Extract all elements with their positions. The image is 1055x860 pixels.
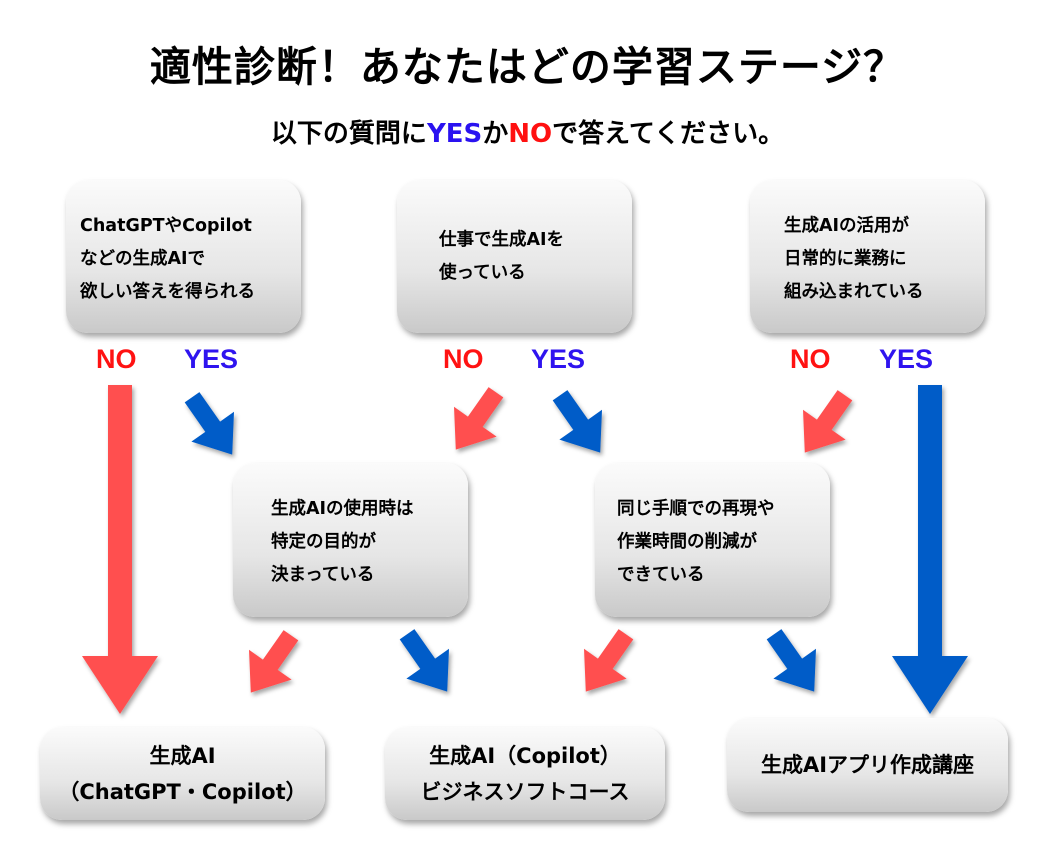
q2-no-label: NO (443, 344, 484, 374)
arrow-q3-no-to-q5 (803, 390, 853, 453)
arrow-q3-yes-to-r3 (892, 385, 968, 714)
instruction-suffix: で答えてください。 (552, 119, 785, 149)
question-text: ChatGPTやCopilot などの生成AIで 欲しい答えを得られる (80, 216, 255, 302)
result-box-r1: 生成AI （ChatGPT・Copilot） (40, 727, 325, 820)
question-text: 仕事で生成AIを 使っている (439, 230, 565, 283)
page-title: 適性診断！あなたはどの学習ステージ？ (149, 43, 906, 91)
result-box-r3: 生成AIアプリ作成講座 (727, 718, 1008, 812)
q3-yes-label: YES (879, 344, 934, 374)
result-subtitle: （ChatGPT・Copilot） (58, 779, 307, 804)
q1-no-label: NO (96, 344, 137, 374)
arrow-q1-no-to-r1 (82, 385, 158, 714)
result-title: 生成AIアプリ作成講座 (760, 753, 975, 777)
arrow-q2-yes-to-q5 (552, 390, 602, 453)
instruction-middle: か (482, 119, 509, 149)
question-box-q2: 仕事で生成AIを 使っている (397, 180, 632, 333)
arrow-q4-no-to-r1 (249, 630, 299, 693)
instruction-no: NO (508, 119, 553, 149)
arrow-q2-no-to-q4 (454, 387, 504, 450)
q2-yes-label: YES (531, 344, 586, 374)
result-subtitle: ビジネスソフトコース (420, 779, 630, 804)
result-box-r2: 生成AI（Copilot） ビジネスソフトコース (385, 727, 665, 820)
question-box-q5: 同じ手順での再現や 作業時間の削減が できている (595, 463, 830, 617)
question-box-q4: 生成AIの使用時は 特定の目的が 決まっている (233, 463, 468, 617)
question-text: 生成AIの使用時は 特定の目的が 決まっている (271, 499, 414, 585)
question-text: 同じ手順での再現や 作業時間の削減が できている (617, 499, 775, 585)
instruction-prefix: 以下の質問に (270, 119, 427, 149)
result-title: 生成AI (149, 743, 216, 768)
arrow-q5-no-to-r2 (584, 629, 634, 692)
arrow-q1-yes-to-q4 (184, 392, 234, 455)
result-title: 生成AI（Copilot） (429, 743, 621, 768)
instruction-yes: YES (426, 119, 483, 149)
question-text: 生成AIの活用が 日常的に業務に 組み込まれている (784, 216, 924, 302)
question-box-q3: 生成AIの活用が 日常的に業務に 組み込まれている (750, 180, 985, 333)
question-box-q1: ChatGPTやCopilot などの生成AIで 欲しい答えを得られる (66, 180, 301, 333)
arrow-q4-yes-to-r2 (399, 629, 449, 692)
arrow-q5-yes-to-r3 (766, 629, 816, 692)
instruction-text: 以下の質問にYESかNOで答えてください。 (0, 116, 1055, 152)
q1-yes-label: YES (184, 344, 239, 374)
q3-no-label: NO (790, 344, 831, 374)
